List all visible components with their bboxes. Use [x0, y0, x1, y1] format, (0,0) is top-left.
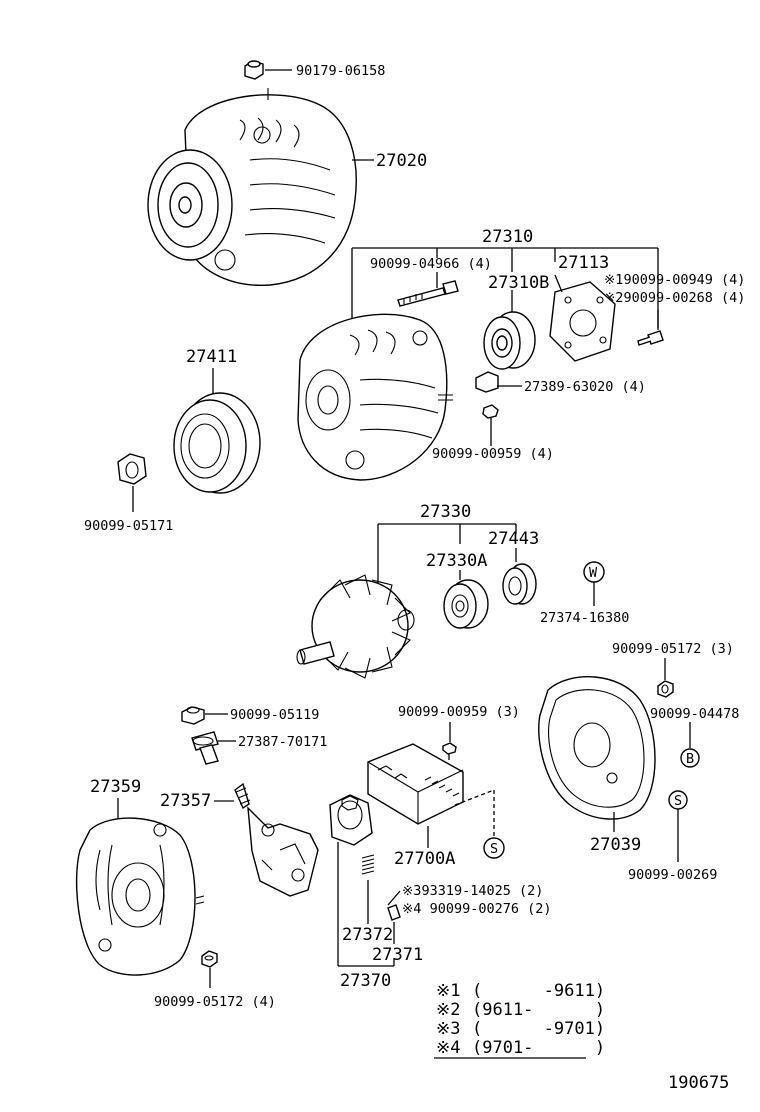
- legend-mark-2: ※2: [436, 1000, 460, 1020]
- label-27372: 27372: [342, 925, 393, 945]
- circle-b-icon: [680, 748, 700, 768]
- circle-w-label: W: [589, 565, 598, 581]
- label-90099-04966: 90099-04966 (4): [370, 256, 492, 272]
- legend-range-3: ( -9701): [472, 1019, 605, 1039]
- label-90099-00949: ※190099-00949 (4): [604, 272, 745, 288]
- drive-end-frame-icon: [297, 313, 453, 481]
- label-27310: 27310: [482, 227, 533, 247]
- circle-s1-label: S: [490, 841, 498, 857]
- bearing-cover-icon: [502, 563, 537, 605]
- label-90099-00959-4: 90099-00959 (4): [432, 446, 554, 462]
- screw-icon: [637, 330, 664, 346]
- label-90099-00276: ※4 90099-00276 (2): [402, 901, 551, 917]
- label-90099-00269: 90099-00269: [628, 867, 717, 883]
- pulley-icon: [173, 392, 261, 494]
- pulley-nut-icon: [117, 453, 147, 485]
- label-27359: 27359: [90, 777, 141, 797]
- brush-icon: [387, 904, 401, 921]
- label-27330: 27330: [420, 502, 471, 522]
- label-90099-05171: 90099-05171: [84, 518, 173, 534]
- rear-end-cover-icon: [538, 676, 656, 820]
- legend-range-2: (9611- ): [472, 1000, 605, 1020]
- label-90099-05172-3: 90099-05172 (3): [612, 641, 734, 657]
- rotor-icon: [296, 574, 415, 679]
- label-27039: 27039: [590, 835, 641, 855]
- legend-mark-4: ※4: [436, 1038, 460, 1058]
- label-90099-04478: 90099-04478: [650, 706, 739, 722]
- regulator-icon: [367, 743, 464, 825]
- legend-mark-1: ※1: [436, 981, 460, 1001]
- legend-range-1: ( -9611): [472, 981, 605, 1001]
- label-27374-16380: 27374-16380: [540, 610, 629, 626]
- label-27700A: 27700A: [394, 849, 455, 869]
- circle-s2-label: S: [674, 793, 682, 809]
- label-27113: 27113: [558, 253, 609, 273]
- legend-range-4: (9701- ): [472, 1038, 605, 1058]
- label-27357: 27357: [160, 791, 211, 811]
- label-27389-63020: 27389-63020 (4): [524, 379, 646, 395]
- label-27411: 27411: [186, 347, 237, 367]
- label-27371: 27371: [372, 945, 423, 965]
- through-bolt-icon: [397, 280, 459, 307]
- circle-s1-icon: [483, 837, 505, 859]
- label-27020: 27020: [376, 151, 427, 171]
- label-27310B: 27310B: [488, 273, 549, 293]
- label-27330A: 27330A: [426, 551, 487, 571]
- alternator-assembly-icon: [147, 88, 357, 286]
- label-27370: 27370: [340, 971, 391, 991]
- nut-05172-icon: [657, 680, 674, 698]
- diagram-id: 190675: [668, 1073, 729, 1093]
- brush-holder-cover-icon: [329, 794, 373, 846]
- bearing-27330a-icon: [443, 579, 489, 629]
- nut-05119-icon: [181, 706, 205, 725]
- label-90099-00959-3: 90099-00959 (3): [398, 704, 520, 720]
- retainer-plate-icon: [549, 281, 616, 362]
- label-90099-05119: 90099-05119: [230, 707, 319, 723]
- brush-spring-icon: [361, 854, 375, 875]
- nut-05172-4-icon: [201, 950, 218, 968]
- legend-mark-3: ※3: [436, 1019, 460, 1039]
- bushing-icon: [191, 731, 219, 765]
- regulator-screw-icon: [442, 742, 457, 760]
- brush-holder-icon: [234, 782, 319, 897]
- label-93319-14025: ※393319-14025 (2): [402, 883, 543, 899]
- label-90099-00268: ※290099-00268 (4): [604, 290, 745, 306]
- legend: ※1 ( -9611) ※2 (9611- ) ※3 ( -9701) ※4 (…: [434, 981, 605, 1059]
- label-90099-05172-4: 90099-05172 (4): [154, 994, 276, 1010]
- rectifier-end-frame-icon: [75, 817, 205, 976]
- small-screw-icon: [482, 404, 499, 426]
- label-90179-06158: 90179-06158: [296, 63, 385, 79]
- label-27443: 27443: [488, 529, 539, 549]
- clip-icon: [475, 371, 499, 393]
- nut-top-icon: [244, 60, 264, 80]
- bearing-27310b-icon: [483, 311, 536, 370]
- label-27387-70171: 27387-70171: [238, 734, 327, 750]
- circle-b-label: B: [686, 751, 694, 767]
